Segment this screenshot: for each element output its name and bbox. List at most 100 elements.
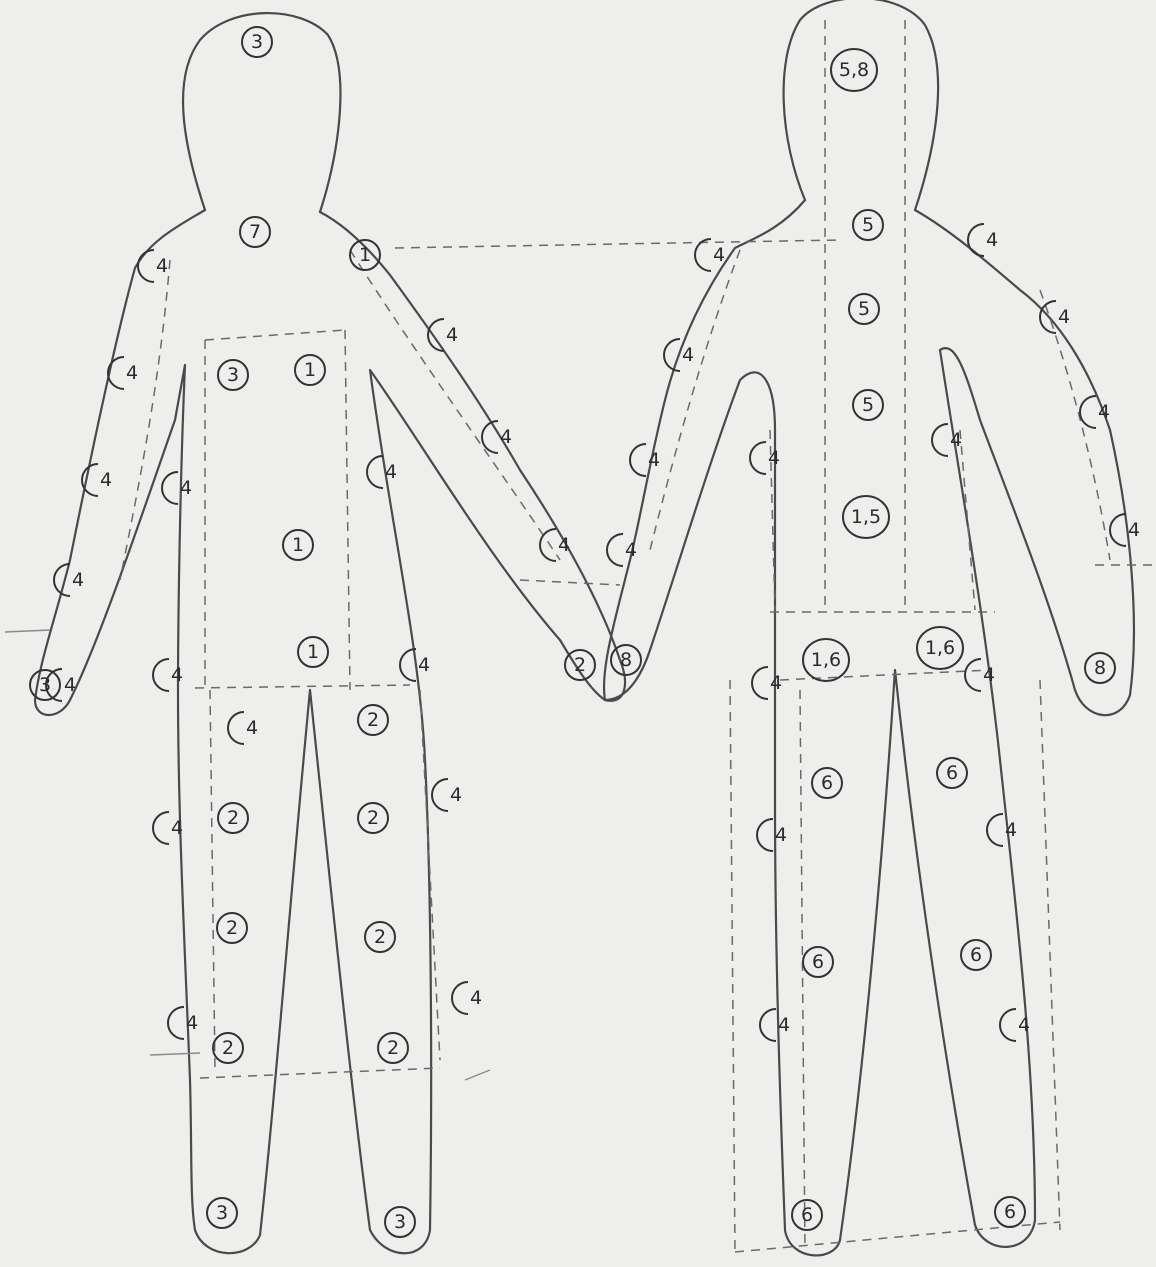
marker-arc <box>432 779 448 811</box>
marker-label: 4 <box>500 426 512 448</box>
marker-label: 3 <box>39 674 51 696</box>
marker-label: 6 <box>1004 1201 1016 1223</box>
marker-arc <box>1080 396 1096 428</box>
marker-label: 8 <box>1094 657 1106 679</box>
marker-label: 4 <box>625 539 637 561</box>
right-figure-head-outline <box>784 0 939 210</box>
marker-label: 4 <box>100 469 112 491</box>
marker-label: 4 <box>156 255 168 277</box>
marker-arc <box>153 659 169 691</box>
marker-label: 5 <box>862 214 874 236</box>
marker-arc <box>138 250 154 282</box>
marker-arc <box>695 239 711 271</box>
marker-arc <box>987 814 1003 846</box>
left-figure <box>5 13 625 1253</box>
right-figure-dashed-legs <box>730 680 1060 1252</box>
marker-label: 4 <box>1098 401 1110 423</box>
marker-label: 4 <box>983 664 995 686</box>
marker-label: 1 <box>292 534 304 556</box>
marker-label: 1 <box>304 359 316 381</box>
marker-arc <box>162 472 178 504</box>
marker-arc <box>607 534 623 566</box>
marker-label: 4 <box>682 344 694 366</box>
marker-label: 4 <box>558 534 570 556</box>
marker-label: 4 <box>446 324 458 346</box>
marker-label: 5 <box>858 298 870 320</box>
left-figure-body-outline <box>35 210 625 1253</box>
marker-label: 3 <box>251 31 263 53</box>
marker-arc <box>482 421 498 453</box>
marker-arc <box>757 819 773 851</box>
marker-label: 4 <box>648 449 660 471</box>
marker-label: 4 <box>1018 1014 1030 1036</box>
marker-label: 1 <box>359 244 371 266</box>
marker-label: 4 <box>1128 519 1140 541</box>
marker-label: 2 <box>574 654 586 676</box>
marker-label: 6 <box>812 951 824 973</box>
marker-label: 2 <box>367 807 379 829</box>
marker-label: 4 <box>768 447 780 469</box>
marker-label: 4 <box>171 817 183 839</box>
marker-label: 3 <box>216 1202 228 1224</box>
marker-arc <box>367 456 383 488</box>
marker-label: 4 <box>64 674 76 696</box>
left-figure-faint-lines <box>5 630 490 1080</box>
marker-arc <box>168 1007 184 1039</box>
marker-label: 6 <box>970 944 982 966</box>
marker-label: 4 <box>450 784 462 806</box>
marker-label: 4 <box>950 429 962 451</box>
marker-label: 4 <box>180 477 192 499</box>
marker-label: 3 <box>227 364 239 386</box>
marker-label: 4 <box>778 1014 790 1036</box>
marker-label: 4 <box>385 461 397 483</box>
marker-label: 6 <box>801 1204 813 1226</box>
marker-label: 4 <box>1005 819 1017 841</box>
marker-label: 4 <box>246 717 258 739</box>
marker-label: 4 <box>126 362 138 384</box>
marker-label: 4 <box>1058 306 1070 328</box>
marker-arc <box>965 659 981 691</box>
marker-label: 2 <box>226 917 238 939</box>
left-figure-dashed-legs <box>200 690 440 1078</box>
marker-label: 3 <box>394 1211 406 1233</box>
marker-arc <box>750 442 766 474</box>
marker-label: 2 <box>387 1037 399 1059</box>
marker-label: 4 <box>713 244 725 266</box>
marker-arc <box>968 224 984 256</box>
marker-label: 4 <box>470 987 482 1009</box>
marker-label: 4 <box>72 569 84 591</box>
marker-label: 4 <box>770 672 782 694</box>
marker-arc <box>630 444 646 476</box>
marker-label: 8 <box>620 649 632 671</box>
marker-label: 7 <box>249 221 261 243</box>
marker-label: 5,8 <box>839 59 869 81</box>
marker-label: 6 <box>821 772 833 794</box>
marker-arc <box>1000 1009 1016 1041</box>
marker-label: 2 <box>227 807 239 829</box>
marker-label: 1,6 <box>925 637 955 659</box>
marker-arc <box>153 812 169 844</box>
marker-label: 1,5 <box>851 506 881 528</box>
marker-label: 2 <box>222 1037 234 1059</box>
marker-label: 5 <box>862 394 874 416</box>
marker-label: 4 <box>186 1012 198 1034</box>
marker-arc <box>932 424 948 456</box>
marker-label: 4 <box>171 664 183 686</box>
marker-arc <box>760 1009 776 1041</box>
marker-label: 1,6 <box>811 649 841 671</box>
marker-label: 2 <box>367 709 379 731</box>
marker-label: 4 <box>775 824 787 846</box>
marker-label: 1 <box>307 641 319 663</box>
marker-arc <box>752 667 768 699</box>
marker-label: 2 <box>374 926 386 948</box>
marker-label: 6 <box>946 762 958 784</box>
marker-label: 4 <box>418 654 430 676</box>
right-figure <box>395 0 1156 1255</box>
marker-arc <box>452 982 468 1014</box>
marker-arc <box>1110 514 1126 546</box>
marker-label: 4 <box>986 229 998 251</box>
marker-arc <box>228 712 244 744</box>
